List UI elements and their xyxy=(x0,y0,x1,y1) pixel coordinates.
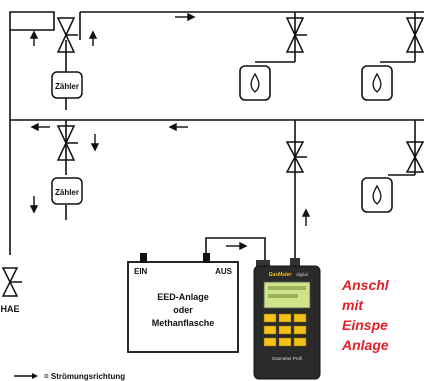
source-line-1: EED-Anlage xyxy=(157,292,209,302)
flow-arrow-icon xyxy=(226,241,248,251)
device-key xyxy=(293,313,307,323)
aus-label: AUS xyxy=(215,267,233,276)
source-box: EIN AUS EED-Anlage oder Methanflasche xyxy=(127,253,239,353)
source-line-3: Methanflasche xyxy=(152,318,215,328)
flow-arrow-icon xyxy=(168,122,188,132)
meter-lower-label: Zähler xyxy=(55,188,79,197)
caption-line-3: Einspe xyxy=(342,317,388,333)
valve-upper-branch-1 xyxy=(285,17,307,53)
hose-connection xyxy=(205,237,266,262)
valve-test-point xyxy=(285,141,307,173)
valve-upper-meter xyxy=(56,17,78,53)
flow-arrow-icon xyxy=(29,30,39,46)
legend-text: = Strömungsrichtung xyxy=(44,372,125,381)
flame-icon xyxy=(372,184,382,205)
meter-upper: Zähler xyxy=(51,71,83,99)
valve-lower-branch-2 xyxy=(405,141,424,173)
flow-arrow-icon xyxy=(301,208,311,226)
ein-label: EIN xyxy=(134,267,148,276)
flow-arrow-icon xyxy=(29,196,39,214)
caption-line-1: Anschl xyxy=(341,277,390,293)
flame-icon xyxy=(372,72,382,93)
meter-lower: Zähler xyxy=(51,177,83,205)
device-port-left xyxy=(256,260,270,268)
device-key xyxy=(278,325,292,335)
device-key xyxy=(263,325,277,335)
caption: Anschl mit Einspe Anlage xyxy=(341,277,390,353)
valve-lower-meter xyxy=(56,125,78,161)
valve-upper-branch-2 xyxy=(405,17,424,53)
inlet-connector xyxy=(140,253,147,263)
valves xyxy=(1,17,424,297)
device-key xyxy=(293,337,307,347)
flow-arrow-icon xyxy=(90,134,100,152)
appliance-upper-2 xyxy=(361,65,393,101)
caption-line-2: mit xyxy=(342,297,364,313)
source-line-2: oder xyxy=(173,305,193,315)
legend-arrowhead-icon xyxy=(32,373,38,379)
flame-icon xyxy=(250,72,260,93)
device-model: digital xyxy=(296,272,308,277)
flow-arrow-icon xyxy=(175,12,196,22)
device-key xyxy=(278,313,292,323)
caption-line-4: Anlage xyxy=(341,337,389,353)
hae-label: HAE xyxy=(0,304,19,314)
device-key xyxy=(293,325,307,335)
outlet-connector xyxy=(203,253,210,263)
device-key xyxy=(263,313,277,323)
gas-meter-device: GasMeter digital Gasmeter Profi xyxy=(253,258,321,380)
pipe-network xyxy=(9,11,424,262)
upper-left-loop xyxy=(9,11,55,31)
valve-hae xyxy=(1,267,22,297)
flow-arrow-icon xyxy=(88,30,98,46)
meter-upper-label: Zähler xyxy=(55,82,79,91)
appliances xyxy=(239,65,393,213)
legend: = Strömungsrichtung xyxy=(14,372,125,381)
device-key xyxy=(263,337,277,347)
appliance-upper-1 xyxy=(239,65,271,101)
device-footer: Gasmeter Profi xyxy=(272,356,302,361)
device-keypad xyxy=(263,313,307,347)
appliance-lower-2 xyxy=(361,177,393,213)
device-port-right xyxy=(290,258,300,268)
device-key xyxy=(278,337,292,347)
flow-arrows xyxy=(29,12,311,251)
device-brand: GasMeter xyxy=(269,272,293,278)
flow-arrow-icon xyxy=(30,122,50,132)
